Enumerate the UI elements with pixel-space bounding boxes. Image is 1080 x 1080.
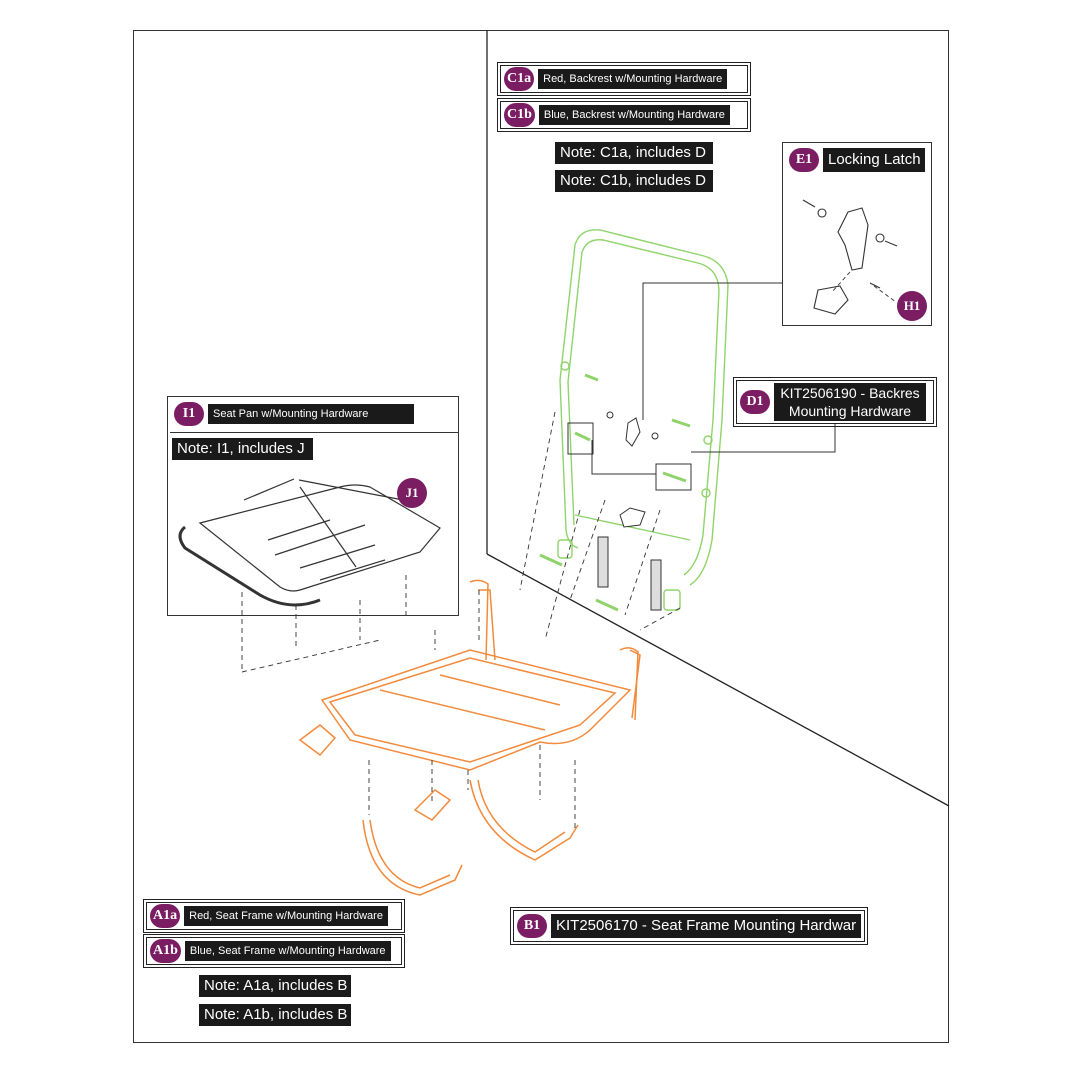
label-b1: B1 KIT2506170 - Seat Frame Mounting Hard… [510, 907, 868, 945]
label-c1a-text: Red, Backrest w/Mounting Hardware [538, 69, 728, 89]
latch-guides [831, 271, 897, 303]
badge-i1: I1 [174, 402, 204, 426]
label-d1: D1 KIT2506190 - Backres Mounting Hardwar… [733, 377, 937, 427]
note-c1b: Note: C1b, includes D [555, 170, 713, 192]
callout-h1: H1 [897, 291, 927, 321]
backrest-guides [519, 411, 681, 641]
label-i1: I1 Seat Pan w/Mounting Hardware [171, 400, 417, 428]
note-a1a: Note: A1a, includes B [199, 975, 351, 997]
note-c1a: Note: C1a, includes D [555, 142, 713, 164]
diagram-frame [133, 30, 949, 1043]
seat-frame [298, 579, 641, 896]
label-a1b: A1b Blue, Seat Frame w/Mounting Hardware [143, 934, 405, 968]
locking-latch [802, 199, 898, 315]
seat-pan-inset [167, 396, 459, 616]
label-e1: E1 Locking Latch [786, 146, 928, 174]
label-c1a: C1a Red, Backrest w/Mounting Hardware [497, 62, 751, 96]
seat-pan-guides [241, 575, 407, 673]
badge-d1: D1 [740, 390, 770, 414]
label-c1b: C1b Blue, Backrest w/Mounting Hardware [497, 98, 751, 132]
note-i1: Note: I1, includes J [172, 438, 313, 460]
badge-a1a: A1a [150, 904, 181, 928]
backrest-hardware [539, 373, 692, 612]
label-d1-text: KIT2506190 - Backres Mounting Hardware [774, 383, 926, 421]
seat-pan [178, 478, 441, 607]
label-a1b-text: Blue, Seat Frame w/Mounting Hardware [184, 941, 391, 961]
label-a1a: A1a Red, Seat Frame w/Mounting Hardware [143, 899, 405, 933]
label-d1-line1: KIT2506190 - Backres [780, 385, 920, 401]
label-c1b-text: Blue, Backrest w/Mounting Hardware [538, 105, 730, 125]
badge-c1a: C1a [504, 67, 535, 91]
backrest-frame [557, 229, 729, 611]
badge-c1b: C1b [504, 103, 535, 127]
badge-e1: E1 [789, 148, 819, 172]
leader-lines [591, 282, 836, 475]
panel-divider-diagonal [486, 553, 950, 807]
label-e1-text: Locking Latch [823, 148, 925, 172]
label-i1-text: Seat Pan w/Mounting Hardware [208, 404, 414, 424]
label-a1a-text: Red, Seat Frame w/Mounting Hardware [184, 906, 388, 926]
seat-pan-divider [170, 432, 458, 433]
seat-frame-guides [368, 590, 576, 830]
label-b1-text: KIT2506170 - Seat Frame Mounting Hardwar [551, 914, 861, 938]
callout-j1: J1 [397, 478, 427, 508]
badge-a1b: A1b [150, 939, 181, 963]
latch-inset [782, 142, 932, 326]
note-a1b: Note: A1b, includes B [199, 1004, 351, 1026]
label-d1-line2: Mounting Hardware [788, 403, 912, 419]
badge-b1: B1 [517, 914, 547, 938]
